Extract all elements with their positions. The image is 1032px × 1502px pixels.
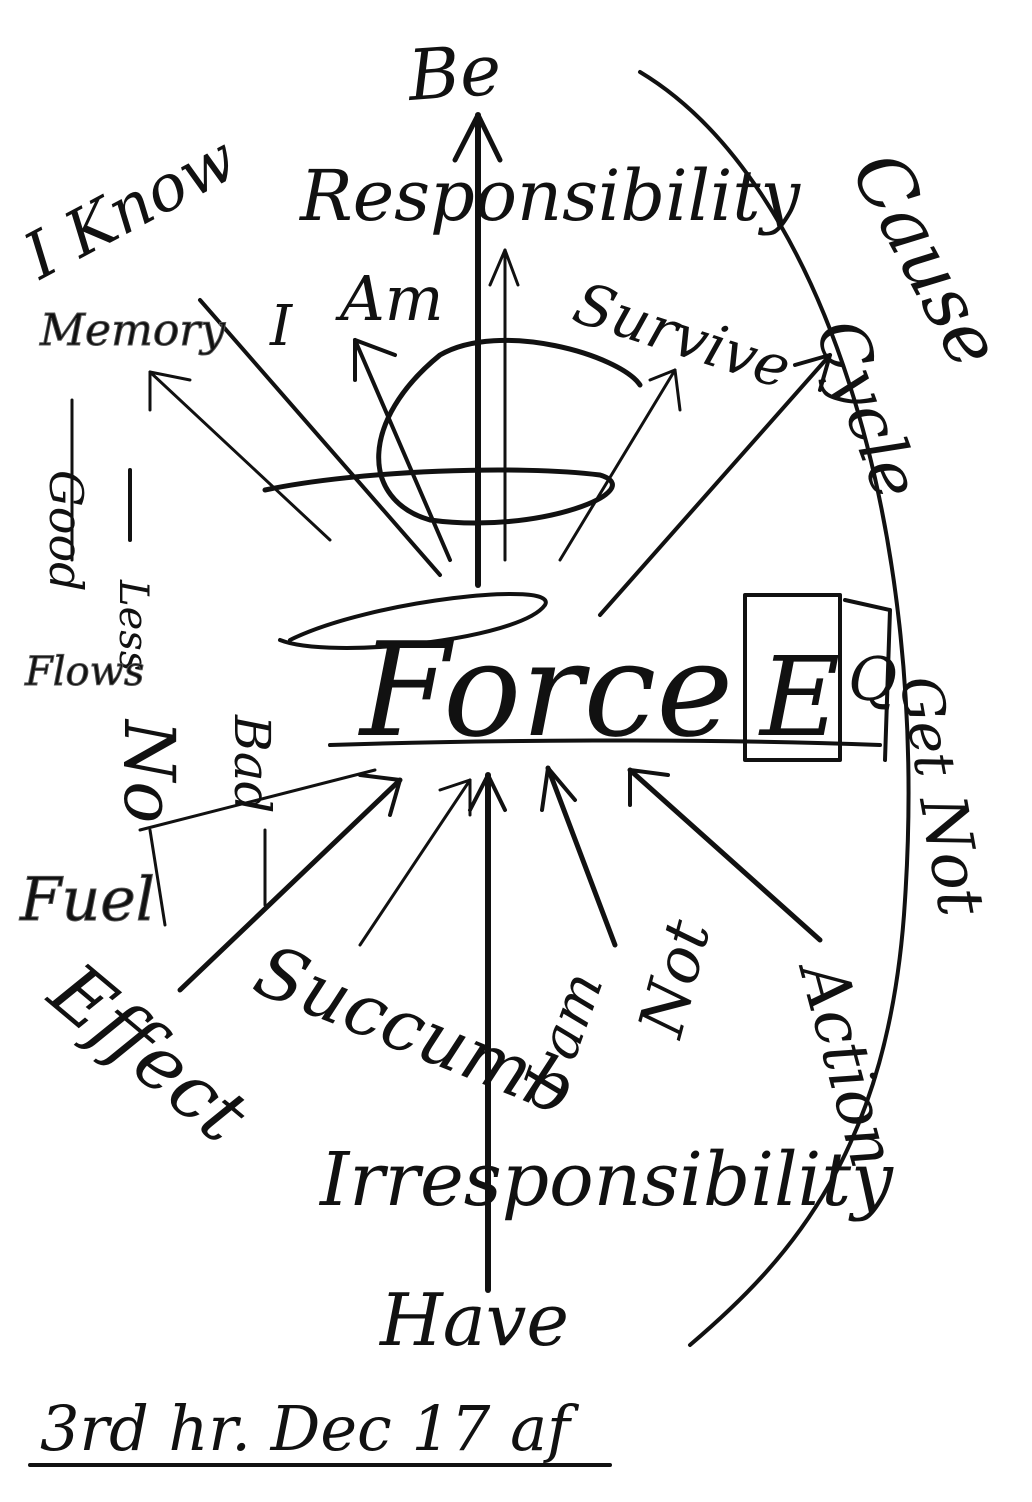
label-memory: Memory [39,305,226,356]
label-responsibility: Responsibility [298,155,802,237]
label-good: Good [39,470,93,592]
label-i: I [269,294,294,359]
label-irresponsibility: Irresponsibility [318,1137,894,1223]
label-effect: Effect [32,944,265,1160]
label-fuel: Fuel [19,865,155,935]
arrow-to-am [355,340,450,560]
footer-date: 3rd hr. Dec 17 af [40,1392,580,1465]
arrow-to-memory [150,372,330,540]
label-force: Force [358,614,733,766]
label-get: Get [886,671,968,782]
label-be: Be [403,29,503,117]
label-flows: Flows [24,649,144,695]
label-not-right: Not [904,788,998,922]
label-q: Q [848,645,897,715]
label-survive: Survive [566,269,799,403]
label-e: E [758,633,840,761]
label-am: Am [335,262,444,335]
label-have: Have [378,1278,569,1362]
label-cycle: Cycle [800,309,936,509]
arrow-from-i-am-not [548,768,615,945]
arrow-to-i [200,300,440,575]
spiral-loop [265,340,640,523]
label-not-box: Not [623,912,724,1045]
label-i-know: I Know [12,122,249,295]
arrow-to-cycle [600,355,830,615]
label-no: No [108,718,190,823]
arrow-to-survive [560,370,675,560]
label-bad: Bad [223,714,281,814]
arrowhead-am [355,340,395,380]
